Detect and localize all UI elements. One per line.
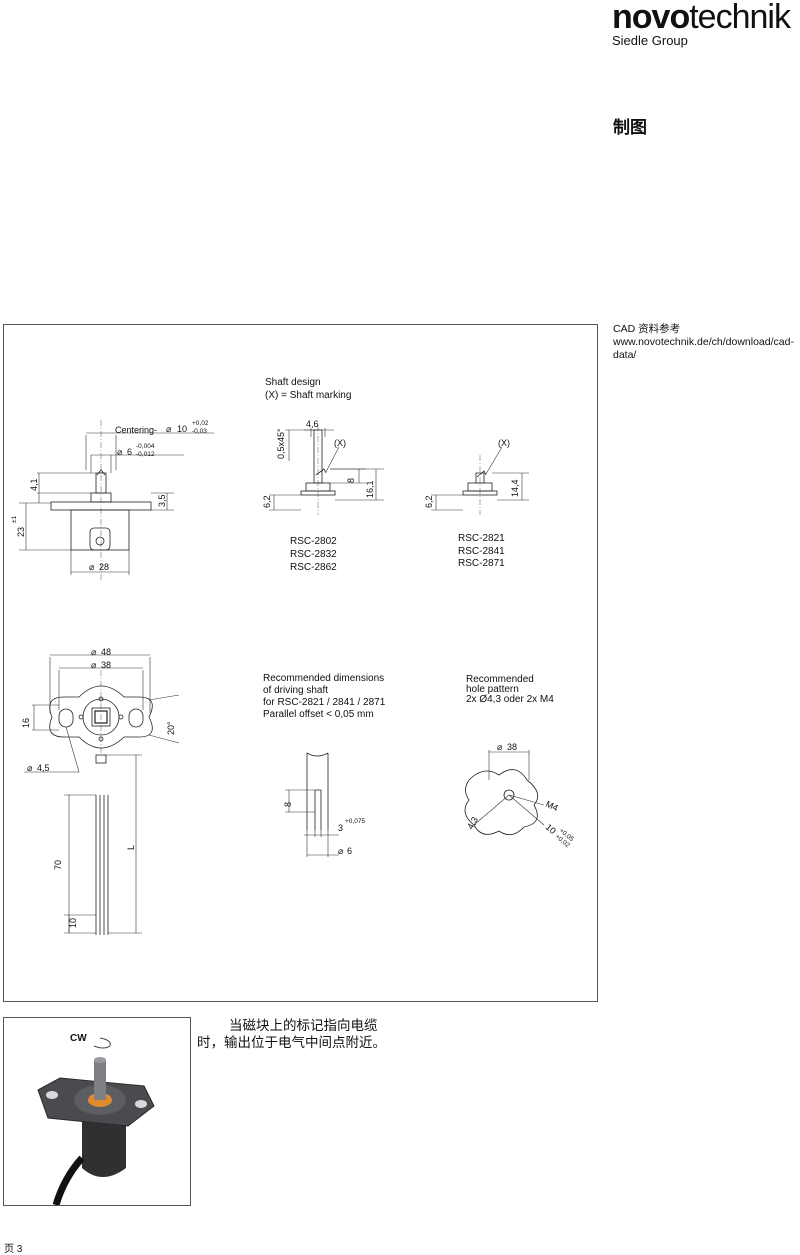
brand-name-bold: novo — [612, 0, 690, 36]
model-b-3: RSC-2871 — [458, 558, 505, 569]
recommended-shaft: Recommended dimensions of driving shaft … — [263, 673, 386, 857]
rec-hole-line1: Recommended — [466, 674, 534, 685]
centering-diameter: 10 — [177, 424, 187, 434]
shaft-diameter: 6 — [127, 447, 132, 457]
brand-logo: novotechnik Siedle Group — [612, 0, 791, 48]
shaft-a-chamfer: 0,5x45° — [276, 428, 286, 459]
model-b-2: RSC-2841 — [458, 546, 505, 557]
rec-shaft-line2: of driving shaft — [263, 685, 328, 696]
dim-3-5: 3,5 — [157, 494, 167, 507]
top-hole: 4,5 — [37, 763, 50, 773]
shaft-b-h62: 6,2 — [424, 495, 434, 508]
cable-l70: 70 — [53, 860, 63, 870]
shaft-tol-lo: -0,012 — [136, 451, 155, 458]
body-diameter: 28 — [99, 562, 109, 572]
top-d48: 48 — [101, 647, 111, 657]
rec-shaft-w3: 3 — [338, 823, 343, 833]
brand-subtitle: Siedle Group — [612, 33, 688, 48]
shaft-tol-up: -0,004 — [136, 443, 155, 450]
model-a-2: RSC-2832 — [290, 549, 337, 560]
model-b-1: RSC-2821 — [458, 533, 505, 544]
shaft-a-width: 4,6 — [306, 419, 319, 429]
rec-hole-m4: M4 — [544, 799, 560, 813]
shaft-a-h161: 16,1 — [365, 480, 375, 498]
cw-label: CW — [70, 1033, 87, 1044]
rec-shaft-d6-symbol: ⌀ — [338, 846, 344, 856]
top-hole-symbol: ⌀ — [27, 763, 33, 773]
product-photo: CW — [3, 1017, 191, 1206]
shaft-variant-b: (X) 14,4 6,2 RSC-2821 RSC-2841 RSC-2871 — [424, 438, 529, 569]
shaft-top — [94, 1057, 106, 1063]
shaft-a-h62: 6,2 — [262, 495, 272, 508]
side-view: Centering- ⌀ 10 +0,02 -0,03 ⌀ 6 -0,004 -… — [11, 420, 214, 580]
rec-hole-d38: 38 — [507, 742, 517, 752]
shaft-design-title: Shaft design — [265, 377, 321, 388]
centering-tol-up: +0,02 — [192, 420, 209, 427]
mounting-hole-right — [135, 1100, 147, 1108]
shaft-symbol: ⌀ — [117, 447, 123, 457]
shaft-design-header: Shaft design (X) = Shaft marking — [265, 377, 351, 401]
centering-label: Centering- — [115, 425, 157, 435]
rec-shaft-d6: 6 — [347, 846, 352, 856]
technical-drawing: Centering- ⌀ 10 +0,02 -0,03 ⌀ 6 -0,004 -… — [3, 324, 598, 1002]
section-title: 制图 — [613, 118, 647, 137]
centering-symbol: ⌀ — [166, 424, 172, 434]
body-symbol: ⌀ — [89, 562, 95, 572]
recommended-hole-pattern: Recommended hole pattern 2x Ø4,3 oder 2x… — [464, 674, 575, 849]
sensor-illustration: CW — [37, 1033, 155, 1205]
rec-shaft-line1: Recommended dimensions — [263, 673, 384, 684]
rec-hole-line2: hole pattern — [466, 684, 519, 695]
model-a-1: RSC-2802 — [290, 536, 337, 547]
top-d38-symbol: ⌀ — [91, 660, 97, 670]
cable-length-L: L — [126, 845, 136, 850]
top-angle: 20° — [166, 721, 176, 735]
shaft-marking-legend: (X) = Shaft marking — [265, 390, 351, 401]
dim-4-1: 4,1 — [29, 478, 39, 491]
marking-note: 当磁块上的标记指向电缆时，输出位于电气中间点附近。 — [197, 1018, 386, 1050]
rotation-arrow-icon — [93, 1037, 111, 1049]
centering-tol-lo: -0,03 — [192, 428, 207, 435]
top-view: ⌀ 48 ⌀ 38 16 20° ⌀ 4,5 70 10 L — [21, 647, 180, 935]
brand-wordmark: novotechnik — [612, 0, 791, 36]
top-d48-symbol: ⌀ — [91, 647, 97, 657]
sensor-body — [82, 1118, 126, 1177]
cad-download-note: CAD 资料参考 www.novotechnik.de/ch/download/… — [613, 323, 794, 361]
sensor-cable — [52, 1155, 85, 1205]
dim-23-tol: ±1 — [11, 515, 18, 523]
shaft-b-h144: 14,4 — [510, 479, 520, 497]
rec-hole-d38-symbol: ⌀ — [497, 742, 503, 752]
shaft-a-h8: 8 — [346, 478, 356, 483]
model-a-3: RSC-2862 — [290, 562, 337, 573]
drawing-canvas: Centering- ⌀ 10 +0,02 -0,03 ⌀ 6 -0,004 -… — [11, 377, 575, 935]
mounting-hole-left — [46, 1091, 58, 1099]
cable-l10: 10 — [68, 918, 78, 928]
brand-name-light: technik — [689, 0, 791, 36]
rec-shaft-line4: Parallel offset < 0,05 mm — [263, 709, 374, 720]
top-d38: 38 — [101, 660, 111, 670]
rec-shaft-h8: 8 — [283, 802, 293, 807]
rec-shaft-line3: for RSC-2821 / 2841 / 2871 — [263, 697, 386, 708]
shaft-a-mark: (X) — [334, 438, 346, 448]
top-w16: 16 — [21, 718, 31, 728]
page-number: 页 3 — [4, 1244, 23, 1255]
shaft-variant-a: 4,6 0,5x45° (X) 8 16,1 6,2 RSC-2802 RSC-… — [262, 419, 384, 573]
rec-hole-d10: 10 — [544, 822, 558, 836]
rec-shaft-w3-tol: +0,075 — [345, 818, 365, 825]
shaft-b-mark: (X) — [498, 438, 510, 448]
sensor-shaft — [94, 1060, 106, 1100]
dim-23: 23 — [16, 527, 26, 537]
rec-hole-line3: 2x Ø4,3 oder 2x M4 — [466, 694, 554, 705]
